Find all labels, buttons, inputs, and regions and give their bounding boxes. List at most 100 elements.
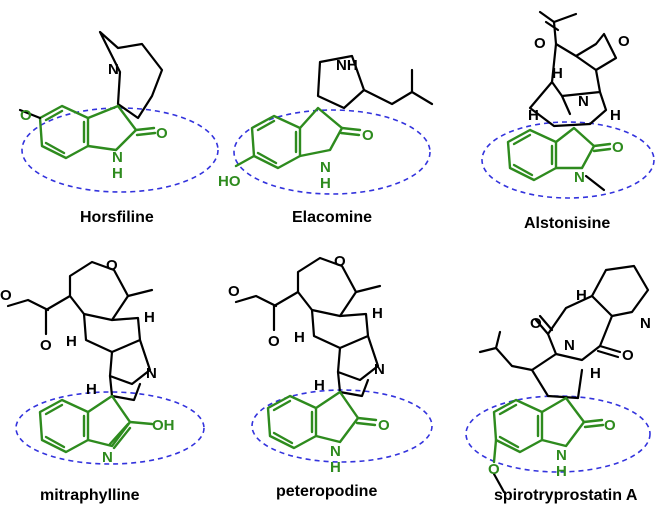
spiro-o-methoxy: O: [488, 461, 500, 478]
benzene-ring: [492, 398, 544, 454]
benzene-ring: [38, 398, 90, 454]
peteropodine-o-ester: O: [228, 283, 240, 300]
lactam-ring: [554, 126, 596, 170]
elacomine-nh-top: NH: [336, 57, 358, 74]
benzene-double-bonds: [512, 133, 554, 177]
compound-elacomine: NH O N H HO Elacomine: [218, 54, 434, 226]
benzene-ring: [38, 104, 90, 160]
peteropodine-o-lactam: O: [378, 417, 390, 434]
peteropodine-n-ring: N: [374, 361, 385, 378]
peteropodine-nh-h: H: [330, 459, 341, 476]
alstonisine-n-methyl: N: [574, 169, 585, 186]
carbonyl-bond: [592, 142, 612, 153]
spirooxindole-highlight-ellipse: [251, 389, 433, 463]
pyrrolidine-top: [590, 264, 650, 318]
peteropodine-o-carbonyl: O: [268, 333, 280, 350]
lactam-ring: [314, 390, 360, 444]
elacomine-nh-h: H: [320, 175, 331, 192]
alstonisine-o-acetyl: O: [534, 35, 546, 52]
mitraphylline-h-right: H: [144, 309, 155, 326]
horsfiline-o-methoxy: O: [20, 107, 32, 124]
ester-group: [6, 294, 72, 336]
peteropodine-h-low: H: [314, 377, 325, 394]
compound-alstonisine: O O H H N H O N Alstonisine: [481, 10, 655, 232]
ester-group: [234, 290, 300, 332]
lactam-ring: [298, 106, 344, 158]
mitraphylline-n-indole: N: [102, 449, 113, 466]
methyl-bond: [126, 288, 154, 298]
prenyl-chain: [478, 330, 534, 372]
elacomine-nh-n: N: [320, 159, 331, 176]
spirooxindole-highlight-ellipse: [481, 121, 655, 199]
benzene-double-bonds: [44, 109, 86, 155]
pyrrolidine-ring: [98, 30, 164, 120]
indolenine-ring: [86, 394, 132, 448]
alstonisine-o-carbonyl: O: [612, 139, 624, 156]
benzene-double-bonds: [44, 403, 86, 449]
spiro-h-right: H: [590, 365, 601, 382]
hydroxyl-bond: [234, 154, 256, 168]
pyran-ring: [68, 260, 130, 322]
top-carbonyl: [534, 314, 554, 336]
spiro-o-top: O: [530, 315, 542, 332]
carbonyl-bond: [582, 418, 605, 429]
carbonyl-bond: [339, 126, 362, 137]
methoxy-bond: [492, 438, 498, 464]
cn-double-bond: [108, 422, 132, 450]
carbonyl-bond: [355, 416, 378, 427]
n-methyl-bond: [584, 174, 606, 192]
peteropodine-nh-n: N: [330, 443, 341, 460]
spiro-o-right: O: [622, 347, 634, 364]
peteropodine-o-ring: O: [334, 253, 346, 270]
compound-name-peteropodine: peteropodine: [276, 483, 377, 500]
alstonisine-h-left: H: [528, 107, 539, 124]
lactam-ring: [540, 396, 586, 448]
right-carbonyl: [596, 344, 622, 359]
alstonisine-n-bridge: N: [578, 93, 589, 110]
compound-name-elacomine: Elacomine: [292, 209, 372, 226]
bridged-bicycle: [528, 42, 608, 128]
compound-peteropodine: O H O O H N H O N H peteropodine: [228, 253, 433, 500]
mitraphylline-h-mid: H: [66, 333, 77, 350]
compound-horsfiline: N O N H O Horsfiline: [18, 30, 219, 226]
mitraphylline-o-carbonyl: O: [40, 337, 52, 354]
pyrrolidine-ring: [108, 374, 142, 402]
pyran-ring: [296, 256, 358, 318]
pyrrolidine-ring: [336, 370, 370, 398]
spiro-o-lactam: O: [604, 417, 616, 434]
benzene-double-bonds: [272, 399, 314, 445]
mitraphylline-o-ester: O: [0, 287, 12, 304]
alstonisine-h-right: H: [610, 107, 621, 124]
isobutyl-chain: [362, 68, 434, 106]
benzene-double-bonds: [256, 119, 298, 165]
spiro-nh-h: H: [556, 463, 567, 480]
pyrrolidine-ring: [316, 54, 366, 110]
c-oh-bond: [128, 420, 154, 426]
peteropodine-h-right: H: [372, 305, 383, 322]
peteropodine-h-mid: H: [294, 329, 305, 346]
compound-spirotryprostatin-a: H N O N O H O N H O spirotryprostatin A: [465, 264, 651, 504]
compound-name-horsfiline: Horsfiline: [80, 209, 154, 226]
spirooxindole-highlight-ellipse: [233, 109, 431, 195]
indolizidine-rings: [82, 312, 152, 386]
spirooxindole-highlight-ellipse: [15, 391, 205, 465]
compound-name-alstonisine: Alstonisine: [524, 215, 610, 232]
methyl-bond: [354, 284, 382, 294]
mitraphylline-n-ring: N: [146, 365, 157, 382]
spiro-h-top: H: [576, 287, 587, 304]
benzene-double-bonds: [498, 403, 540, 449]
methoxy-bond: [18, 108, 42, 120]
elacomine-o-carbonyl: O: [362, 127, 374, 144]
benzene-ring: [250, 114, 302, 170]
elacomine-ho: HO: [218, 173, 241, 190]
spiro-n-top: N: [640, 315, 651, 332]
horsfiline-nh-n: N: [112, 149, 123, 166]
mitraphylline-o-ring: O: [106, 257, 118, 274]
benzene-ring: [506, 128, 558, 182]
compound-name-mitraphylline: mitraphylline: [40, 487, 140, 504]
mitraphylline-oh: OH: [152, 417, 175, 434]
acetyl-co-bond: [544, 20, 560, 32]
benzene-ring: [266, 394, 318, 450]
carbonyl-bond: [134, 126, 157, 137]
